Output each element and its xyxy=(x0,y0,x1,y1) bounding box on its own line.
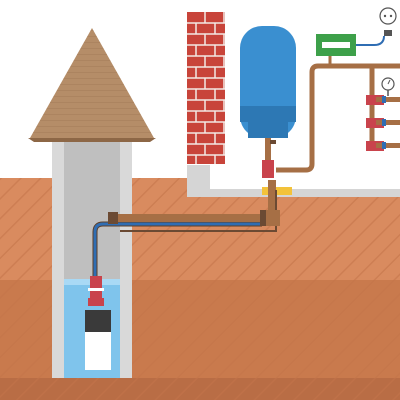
tank-valve xyxy=(262,160,274,178)
pressure-gauge xyxy=(381,77,395,96)
socket-pin-left xyxy=(383,14,387,18)
manifold-branch xyxy=(366,141,400,151)
submersible-pump xyxy=(85,276,111,370)
power-socket xyxy=(379,7,397,36)
brick-chimney xyxy=(187,12,225,164)
gauge-needle xyxy=(387,79,391,85)
pump-supply-pipe xyxy=(93,222,262,278)
manifold-branch xyxy=(366,95,400,105)
pump-body xyxy=(85,332,111,370)
socket-icon xyxy=(379,7,397,25)
pipe-elbow-joint xyxy=(260,210,266,226)
tank-band xyxy=(240,106,296,122)
manifold-branch xyxy=(366,118,400,128)
pump-outlet-band xyxy=(88,288,104,291)
pipe-coupling xyxy=(108,212,118,224)
plug-icon xyxy=(384,30,392,36)
roof-eave xyxy=(28,138,156,142)
roof-texture xyxy=(30,28,154,138)
tank-fitting xyxy=(270,140,276,144)
socket-pin-right xyxy=(389,14,393,18)
pump-valve xyxy=(88,298,104,306)
pipe-elbow xyxy=(264,210,280,226)
well-roof xyxy=(28,28,156,142)
cable-line xyxy=(120,190,277,232)
panel-wire xyxy=(356,35,385,46)
pressure-tank xyxy=(240,26,296,178)
supply-riser xyxy=(276,63,400,173)
pressure-switch-panel xyxy=(316,34,385,56)
panel-display xyxy=(322,42,350,48)
water-manifold xyxy=(366,95,400,151)
tank-bottom xyxy=(248,122,288,138)
buried-pipe xyxy=(92,180,280,278)
tank-outlet-pipe xyxy=(265,138,271,168)
pump-motor xyxy=(85,310,111,332)
